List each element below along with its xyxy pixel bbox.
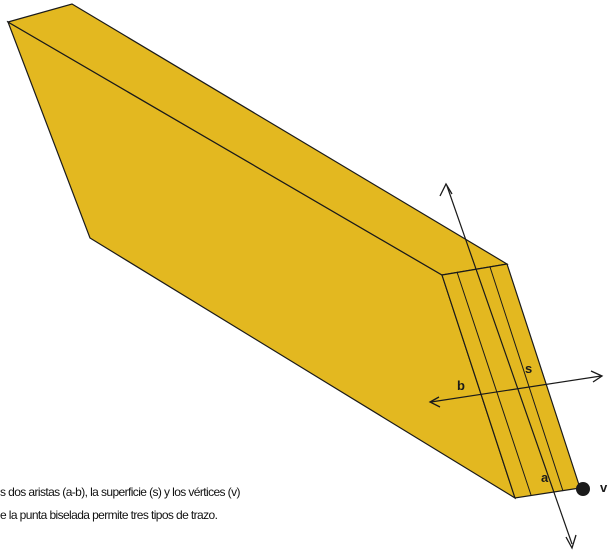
bevel-inner-edge-left bbox=[456, 271, 532, 496]
bevel-inner-edge-right bbox=[489, 266, 564, 492]
arrowhead-right bbox=[590, 370, 604, 383]
axis-arrow-b bbox=[430, 375, 602, 403]
label-v: v bbox=[600, 480, 608, 495]
label-a: a bbox=[541, 470, 549, 485]
arrowhead-left bbox=[428, 396, 441, 408]
label-b: b bbox=[457, 378, 465, 393]
caption-line-2: e la punta biselada permite tres tipos d… bbox=[0, 508, 218, 522]
vertex-dot bbox=[576, 482, 590, 496]
label-s: s bbox=[525, 361, 532, 376]
arrowhead-top bbox=[439, 182, 453, 197]
axis-arrow-a bbox=[446, 185, 573, 545]
arrowhead-bottom bbox=[565, 534, 577, 550]
caption-line-1: s dos aristas (a-b), la superficie (s) y… bbox=[0, 485, 240, 499]
